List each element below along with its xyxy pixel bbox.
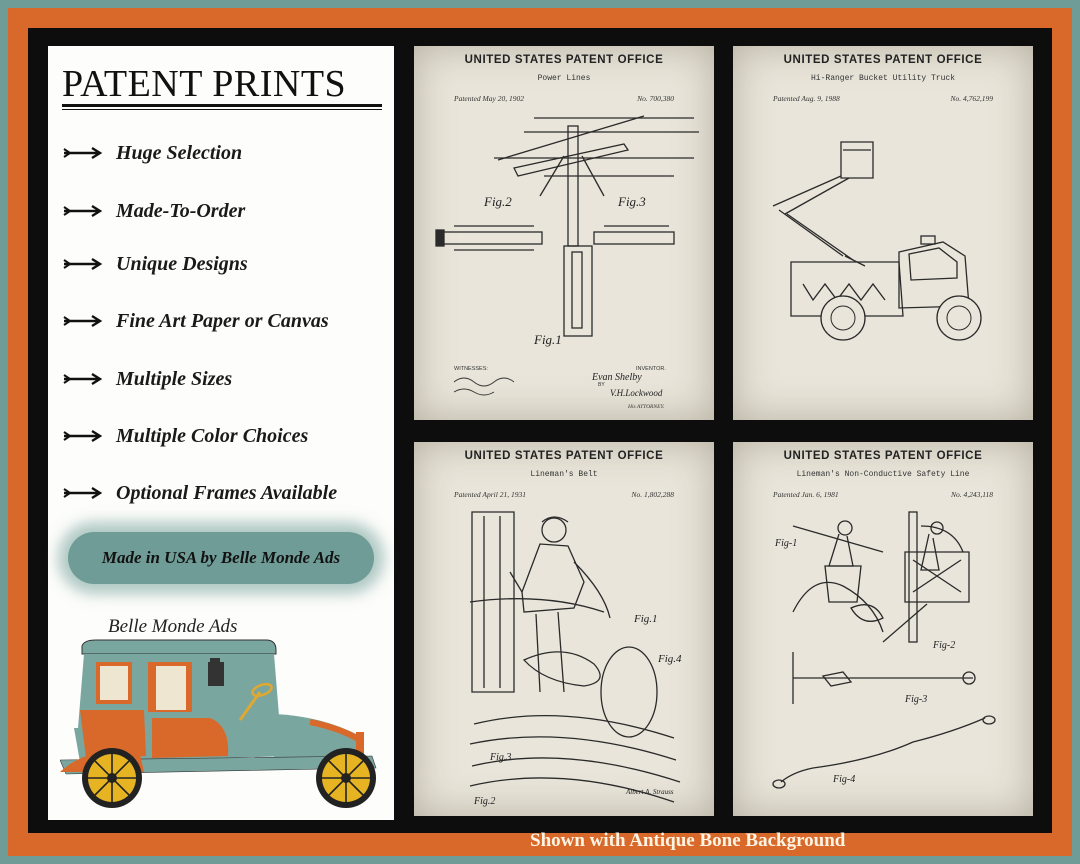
attorney-label: His ATTORNEY.: [627, 404, 664, 410]
patent-date: Patented May 20, 1902: [454, 94, 524, 103]
patent-panel-safety-line: UNITED STATES PATENT OFFICE Lineman's No…: [733, 442, 1033, 816]
patent-number: No. 4,243,118: [951, 490, 993, 499]
badge-text: Made in USA by Belle Monde Ads: [101, 548, 341, 567]
fig2-label: Fig.2: [483, 194, 512, 209]
fig2-label: Fig-2: [932, 640, 955, 651]
fig3-label: Fig.3: [489, 752, 511, 763]
feature-label: Made-To-Order: [116, 199, 246, 222]
vintage-car-illustration: [60, 639, 377, 808]
patent-date: Patented Aug. 9, 1988: [773, 94, 840, 103]
arrow-icon: [63, 146, 103, 160]
page-title: PATENT PRINTS: [62, 63, 347, 105]
patent-name: Hi-Ranger Bucket Utility Truck: [810, 74, 956, 83]
feature-label: Fine Art Paper or Canvas: [116, 309, 329, 332]
car-caption: Belle Monde Ads: [108, 616, 238, 637]
feature-label: Multiple Sizes: [116, 367, 233, 390]
witnesses-label: WITNESSES:: [454, 366, 488, 372]
patent-name: Power Lines: [537, 74, 591, 83]
feature-item: Unique Designs: [62, 249, 248, 279]
fig2-label: Fig.2: [473, 796, 495, 807]
patent-number: No. 1,802,288: [631, 490, 674, 499]
arrow-icon: [63, 257, 103, 271]
linemans-belt-drawing: Fig.1 Fig.4 Fig.3 Fig.2 Albert A. Straus…: [469, 511, 682, 807]
fig3-label: Fig-3: [904, 694, 927, 705]
front-wheel: [316, 748, 376, 808]
patent-number: No. 4,762,199: [950, 94, 993, 103]
inventor-signature: Albert A. Strauss: [625, 788, 674, 796]
feature-item: Fine Art Paper or Canvas: [62, 306, 329, 336]
fig4-label: Fig.4: [657, 653, 682, 665]
feature-label: Huge Selection: [116, 141, 243, 164]
fig3-label: Fig.3: [617, 194, 646, 209]
truck-wheel: [820, 295, 866, 341]
title-underline-thin: [62, 109, 382, 110]
patent-office-heading: UNITED STATES PATENT OFFICE: [464, 54, 664, 66]
witness-signature: [453, 388, 495, 396]
feature-label: Optional Frames Available: [116, 481, 338, 504]
patent-name: Lineman's Non-Conductive Safety Line: [796, 470, 970, 479]
feature-label: Multiple Color Choices: [116, 424, 309, 447]
title-underline: [62, 104, 382, 107]
inventor-signature: Evan Shelby: [591, 372, 642, 383]
bucket-truck-drawing: [772, 141, 982, 341]
feature-label: Unique Designs: [116, 252, 248, 275]
safety-line-drawing: Fig-1 Fig-2 Fig-3 Fig-4: [772, 511, 996, 789]
inventor-label: INVENTOR.: [636, 366, 666, 372]
power-lines-drawing: Fig.2 Fig.3 Fig.1 WITNESSES: INVENTOR. E…: [435, 115, 699, 410]
patent-date: Patented April 21, 1931: [454, 490, 526, 499]
patent-office-heading: UNITED STATES PATENT OFFICE: [464, 450, 664, 462]
arrow-icon: [63, 314, 103, 328]
witness-signature: [453, 377, 515, 387]
patent-name: Lineman's Belt: [530, 470, 598, 479]
patent-date: Patented Jan. 6, 1981: [773, 490, 839, 499]
arrow-icon: [63, 486, 103, 500]
truck-wheel: [936, 295, 982, 341]
feature-item: Made-To-Order: [62, 196, 245, 226]
patent-panel-linemans-belt: UNITED STATES PATENT OFFICE Lineman's Be…: [414, 442, 714, 816]
patent-number: No. 700,380: [637, 94, 674, 103]
arrow-icon: [63, 372, 103, 386]
fig1-label: Fig.1: [633, 613, 658, 625]
arrow-icon: [63, 204, 103, 218]
patent-office-heading: UNITED STATES PATENT OFFICE: [783, 450, 983, 462]
fig1-label: Fig.1: [533, 332, 562, 347]
footer-caption: Shown with Antique Bone Background: [530, 830, 846, 851]
by-label: BY: [598, 382, 605, 388]
rear-wheel: [82, 748, 142, 808]
made-in-usa-badge: Made in USA by Belle Monde Ads: [68, 532, 374, 584]
fig4-label: Fig-4: [832, 774, 855, 785]
feature-item: Multiple Sizes: [62, 364, 232, 394]
patent-panel-power-lines: UNITED STATES PATENT OFFICE Power Lines …: [414, 46, 714, 420]
arrow-icon: [63, 429, 103, 443]
fig1-label: Fig-1: [774, 538, 797, 549]
patent-office-heading: UNITED STATES PATENT OFFICE: [783, 54, 983, 66]
attorney-signature: V.H.Lockwood: [610, 388, 663, 398]
feature-item: Optional Frames Available: [62, 478, 337, 508]
feature-item: Huge Selection: [62, 138, 242, 168]
patent-panel-bucket-truck: UNITED STATES PATENT OFFICE Hi-Ranger Bu…: [733, 46, 1033, 420]
feature-item: Multiple Color Choices: [62, 421, 308, 451]
